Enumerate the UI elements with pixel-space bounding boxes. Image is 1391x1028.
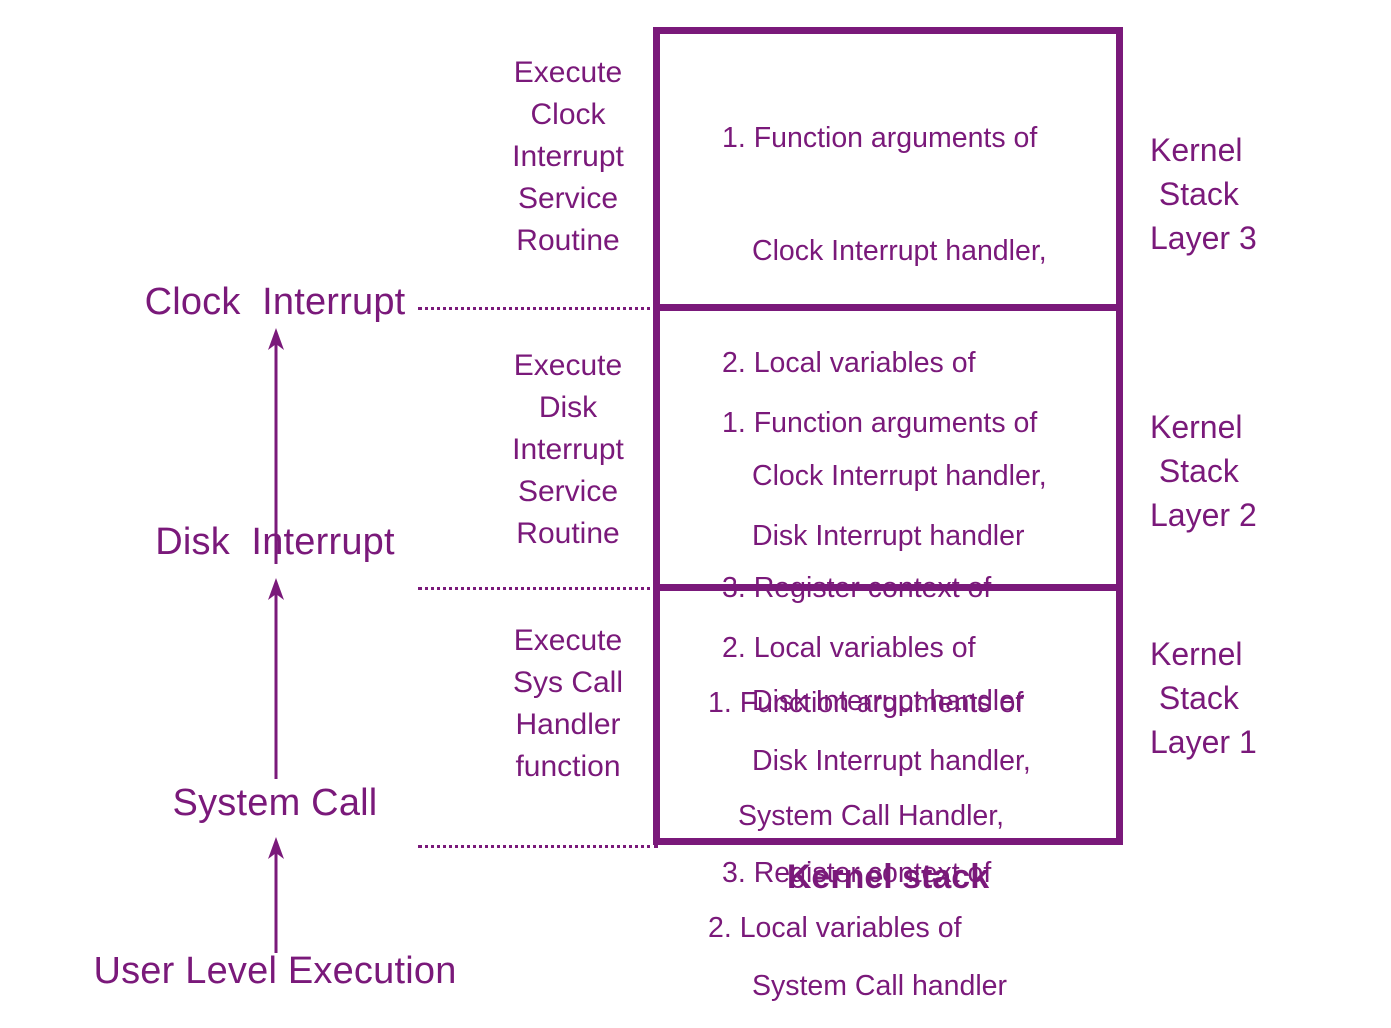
stack-item: 1. Function arguments of: [722, 407, 1038, 439]
stack-item: 3. Register context of: [722, 572, 992, 604]
stack-item-cont: System Call handler,: [708, 1023, 1023, 1028]
stack-item: 2. Local variables of: [722, 632, 976, 664]
connector-disk-interrupt: [418, 587, 658, 590]
connector-system-call: [418, 845, 658, 848]
stack-cell-layer-1: 1. Function arguments of System Call Han…: [708, 610, 1023, 1028]
stack-divider-layer3-layer2: [653, 304, 1123, 311]
flow-label-system-call: System Call: [172, 782, 378, 824]
kernel-stack-layer-3-label: Kernel Stack Layer 3: [1150, 132, 1257, 256]
execute-label-disk-isr: Execute Disk Interrupt Service Routine: [512, 349, 624, 550]
stack-item-cont: Clock Interrupt handler,: [752, 459, 1047, 492]
stack-item: 2. Local variables of: [722, 347, 976, 379]
kernel-stack-layer-2-label: Kernel Stack Layer 2: [1150, 409, 1257, 533]
kernel-stack-caption: Kernel stack: [786, 858, 990, 896]
execute-label-clock-isr: Execute Clock Interrupt Service Routine: [512, 56, 624, 257]
stack-item: 2. Local variables of: [708, 912, 962, 944]
stack-item-cont: Disk Interrupt handler: [752, 519, 1025, 552]
stack-item-cont: Clock Interrupt handler,: [752, 234, 1047, 267]
stack-item-cont: System Call Handler,: [738, 799, 1005, 832]
arrow-disk-interrupt-to-clock-interrupt: [268, 578, 284, 779]
stack-item-cont: Disk Interrupt handler: [752, 684, 1025, 717]
kernel-stack-box: [653, 27, 1123, 845]
arrow-system-call-to-disk-interrupt: [268, 328, 284, 564]
stack-cell-layer-2: 1. Function arguments of Disk Interrupt …: [722, 330, 1037, 1028]
kernel-stack-layer-1-label: Kernel Stack Layer 1: [1150, 636, 1257, 760]
stack-item: 1. Function arguments of: [708, 687, 1024, 719]
stack-cell-layer-3: 1. Function arguments of Clock Interrupt…: [722, 45, 1047, 795]
arrow-user-level-to-system-call: [268, 837, 284, 953]
stack-item: 3. Register context of: [722, 857, 992, 889]
connector-clock-interrupt: [418, 307, 658, 310]
stack-item: 1. Function arguments of: [722, 122, 1038, 154]
flow-label-clock-interrupt: Clock Interrupt: [144, 281, 406, 323]
stack-item-cont: System Call handler: [752, 969, 1008, 1002]
stack-divider-layer2-layer1: [653, 584, 1123, 591]
execute-label-sys-call-handler: Execute Sys Call Handler function: [512, 624, 624, 783]
stack-item-cont: Disk Interrupt handler,: [752, 744, 1031, 777]
flow-label-user-level-execution: User Level Execution: [93, 950, 457, 992]
